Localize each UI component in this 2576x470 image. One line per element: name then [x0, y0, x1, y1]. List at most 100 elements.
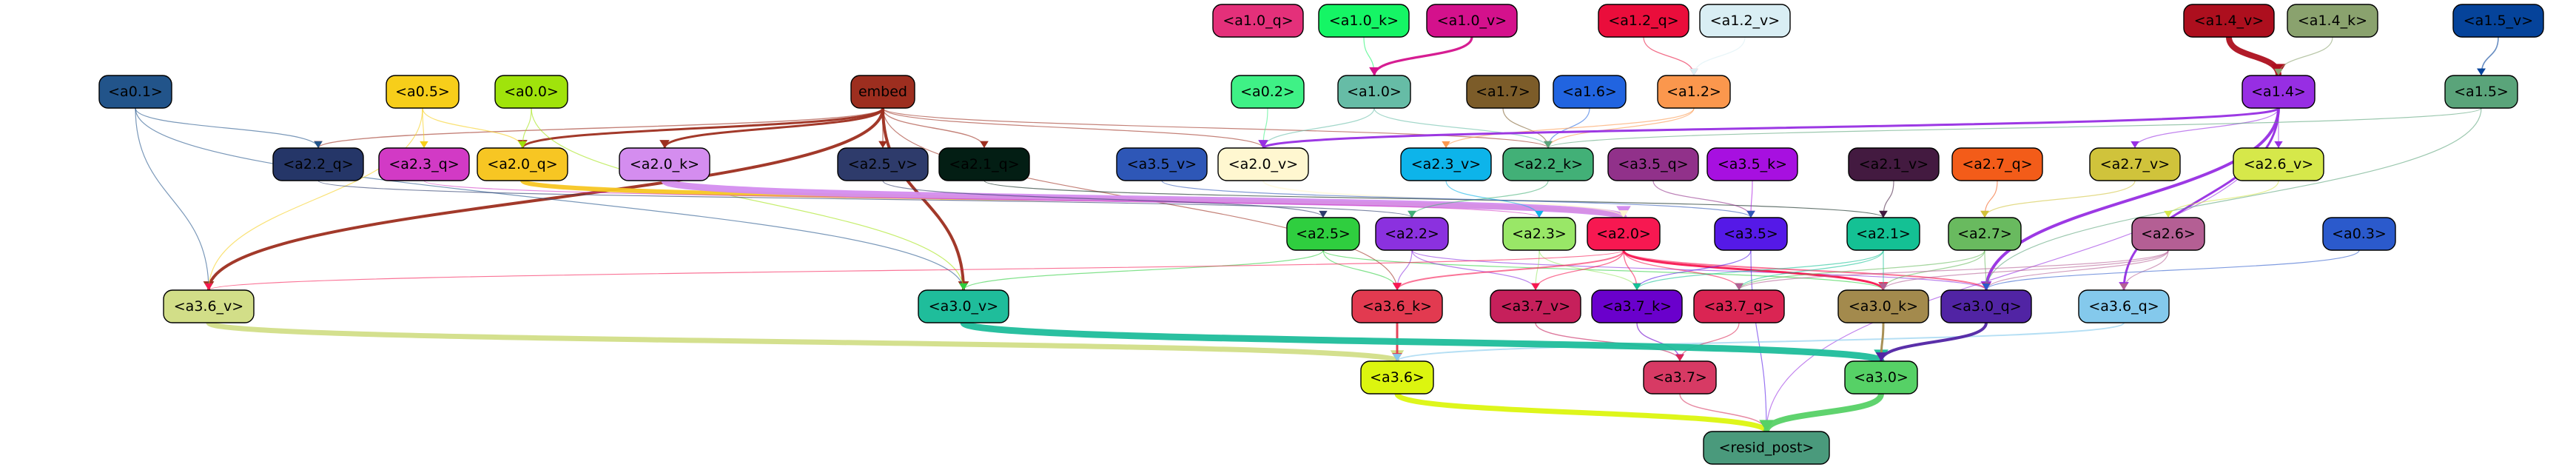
node-a3-7-v[interactable]: <a3.7_v>	[1490, 289, 1581, 323]
edge-a2-0-to-a3-0-k	[1622, 249, 1885, 291]
node-a2-3-q[interactable]: <a2.3_q>	[378, 147, 470, 181]
node-label: <a1.0_q>	[1223, 13, 1293, 29]
node-a2-2[interactable]: <a2.2>	[1375, 217, 1449, 251]
node-label: <a3.0_q>	[1951, 298, 2021, 315]
node-label: <a1.5>	[2454, 84, 2509, 100]
node-a2-0-k[interactable]: <a2.0_k>	[619, 147, 710, 181]
node-a0-5[interactable]: <a0.5>	[386, 75, 460, 109]
node-a3-7-k[interactable]: <a3.7_k>	[1591, 289, 1683, 323]
node-a1-2-v[interactable]: <a1.2_v>	[1699, 4, 1791, 38]
node-a3-5-q[interactable]: <a3.5_q>	[1607, 147, 1699, 181]
node-a2-0-v[interactable]: <a2.0_v>	[1217, 147, 1309, 181]
edge-arrowhead	[1879, 283, 1888, 290]
node-a2-2-k[interactable]: <a2.2_k>	[1502, 147, 1594, 181]
node-a2-1-q[interactable]: <a2.1_q>	[938, 147, 1030, 181]
node-label: <a3.5_k>	[1718, 156, 1787, 172]
node-embed[interactable]: embed	[850, 75, 915, 109]
node-label: <a1.6>	[1562, 84, 1617, 100]
node-a2-3-v[interactable]: <a2.3_v>	[1400, 147, 1492, 181]
node-a2-6-v[interactable]: <a2.6_v>	[2233, 147, 2324, 181]
node-a2-0[interactable]: <a2.0>	[1587, 217, 1661, 251]
node-label: <a1.4_k>	[2298, 13, 2367, 29]
node-box	[619, 147, 710, 181]
node-label: <a0.3>	[2332, 226, 2387, 242]
node-label: <a3.5_v>	[1127, 156, 1197, 172]
node-a0-3[interactable]: <a0.3>	[2322, 217, 2396, 251]
node-a2-2-q[interactable]: <a2.2_q>	[272, 147, 364, 181]
node-label: <a1.2>	[1667, 84, 1721, 100]
node-a3-6-q[interactable]: <a3.6_q>	[2078, 289, 2170, 323]
node-a1-2[interactable]: <a1.2>	[1657, 75, 1731, 109]
node-a2-1-v[interactable]: <a2.1_v>	[1848, 147, 1940, 181]
node-a3-5-v[interactable]: <a3.5_v>	[1116, 147, 1208, 181]
node-a1-0-q[interactable]: <a1.0_q>	[1212, 4, 1304, 38]
node-a1-7[interactable]: <a1.7>	[1466, 75, 1540, 109]
node-a1-2-q[interactable]: <a1.2_q>	[1598, 4, 1689, 38]
node-a1-5[interactable]: <a1.5>	[2444, 75, 2518, 109]
node-a1-4-k[interactable]: <a1.4_k>	[2287, 4, 2378, 38]
node-resid-post[interactable]: <resid_post>	[1703, 431, 1830, 465]
node-box	[386, 75, 460, 109]
edge-arrowhead	[1531, 283, 1540, 290]
node-box	[1703, 431, 1830, 465]
node-a3-0-v[interactable]: <a3.0_v>	[918, 289, 1009, 323]
node-a0-2[interactable]: <a0.2>	[1231, 75, 1305, 109]
node-a2-1[interactable]: <a2.1>	[1846, 217, 1920, 251]
node-box	[1837, 289, 1929, 323]
node-a3-0-q[interactable]: <a3.0_q>	[1940, 289, 2032, 323]
node-a1-4[interactable]: <a1.4>	[2242, 75, 2316, 109]
node-box	[1116, 147, 1208, 181]
edge-a0-1-to-a2-2-q	[135, 107, 319, 149]
edge-arrowhead	[1735, 283, 1743, 290]
node-a2-5-v[interactable]: <a2.5_v>	[837, 147, 929, 181]
edge-embed-to-a2-0-v	[882, 107, 1264, 149]
node-a2-3[interactable]: <a2.3>	[1502, 217, 1576, 251]
node-a3-0-k[interactable]: <a3.0_k>	[1837, 289, 1929, 323]
node-box	[1940, 289, 2032, 323]
node-a3-7[interactable]: <a3.7>	[1643, 360, 1717, 395]
node-a3-7-q[interactable]: <a3.7_q>	[1693, 289, 1785, 323]
node-a3-6-k[interactable]: <a3.6_k>	[1351, 289, 1443, 323]
node-a1-0-k[interactable]: <a1.0_k>	[1318, 4, 1410, 38]
edge-arrowhead	[1746, 210, 1755, 218]
edge-arrowhead	[1879, 210, 1888, 218]
node-a1-0-v[interactable]: <a1.0_v>	[1426, 4, 1518, 38]
node-box	[918, 289, 1009, 323]
node-box	[938, 147, 1030, 181]
node-a0-1[interactable]: <a0.1>	[98, 75, 172, 109]
node-a2-7-q[interactable]: <a2.7_q>	[1951, 147, 2043, 181]
edge-arrowhead	[420, 141, 428, 148]
node-a3-5-k[interactable]: <a3.5_k>	[1706, 147, 1798, 181]
node-box	[2287, 4, 2378, 38]
node-a1-5-v[interactable]: <a1.5_v>	[2452, 4, 2544, 38]
node-box	[2233, 147, 2324, 181]
node-box	[477, 147, 568, 181]
node-a1-6[interactable]: <a1.6>	[1553, 75, 1627, 109]
node-box	[1212, 4, 1304, 38]
node-a2-0-q[interactable]: <a2.0_q>	[477, 147, 568, 181]
node-box	[1490, 289, 1581, 323]
node-a2-7-v[interactable]: <a2.7_v>	[2089, 147, 2181, 181]
node-a1-4-v[interactable]: <a1.4_v>	[2183, 4, 2275, 38]
node-a3-6-v[interactable]: <a3.6_v>	[163, 289, 255, 323]
node-a2-7[interactable]: <a2.7>	[1948, 217, 2022, 251]
node-box	[1217, 147, 1309, 181]
node-a2-5[interactable]: <a2.5>	[1286, 217, 1360, 251]
node-label: <a2.6>	[2141, 226, 2196, 242]
node-a3-5[interactable]: <a3.5>	[1714, 217, 1788, 251]
node-a3-0[interactable]: <a3.0>	[1844, 360, 1918, 395]
node-a3-6[interactable]: <a3.6>	[1360, 360, 1434, 395]
node-a0-0[interactable]: <a0.0>	[494, 75, 568, 109]
node-box	[1706, 147, 1798, 181]
edge-a2-7-to-a3-7-q	[1738, 249, 1985, 291]
node-box	[1351, 289, 1443, 323]
edge-layer	[135, 36, 2499, 433]
edge-arrowhead	[980, 141, 989, 148]
edge-embed-to-a2-2-k	[882, 107, 1549, 149]
node-a2-6[interactable]: <a2.6>	[2131, 217, 2205, 251]
edge-a3-5-v-to-a3-5	[1161, 180, 1752, 218]
edge-embed-to-a2-0-q	[521, 107, 884, 149]
node-label: <a0.2>	[1240, 84, 1295, 100]
node-a1-0[interactable]: <a1.0>	[1337, 75, 1411, 109]
